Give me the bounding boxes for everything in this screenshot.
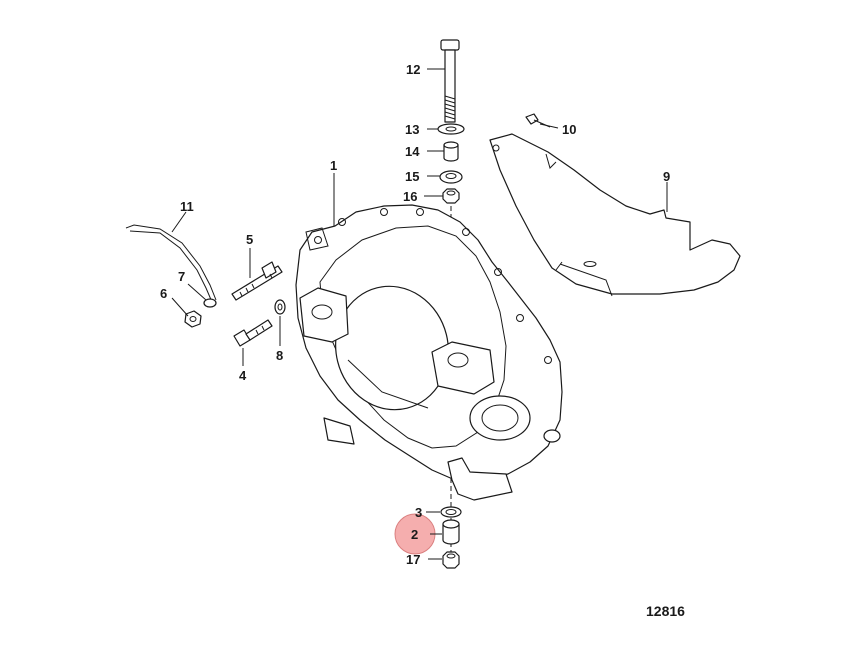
part-4-bolt	[233, 319, 273, 347]
callout-7: 7	[178, 269, 185, 284]
callout-12: 12	[406, 62, 420, 77]
part-3-washer	[440, 506, 462, 518]
callout-2: 2	[411, 527, 418, 542]
callout-3: 3	[415, 505, 422, 520]
part-17-nut	[442, 551, 460, 569]
part-9-cover-shield	[489, 133, 741, 297]
callout-8: 8	[276, 348, 283, 363]
part-15-washer	[439, 170, 463, 184]
part-1-flywheel-housing	[295, 204, 563, 501]
figure-number: 12816	[646, 603, 685, 619]
callout-5: 5	[246, 232, 253, 247]
part-13-washer	[437, 123, 465, 135]
part-7-washer	[203, 298, 217, 308]
callout-14: 14	[405, 144, 420, 159]
callout-16: 16	[403, 189, 417, 204]
callout-15: 15	[405, 169, 419, 184]
part-6-nut	[184, 310, 202, 328]
callout-11: 11	[180, 199, 194, 214]
callout-17: 17	[406, 552, 420, 567]
callout-1: 1	[330, 158, 337, 173]
callout-13: 13	[405, 122, 419, 137]
part-14-spacer	[443, 141, 459, 162]
part-16-nut	[442, 188, 460, 204]
callout-labels: 12 13 14 15 16 10 9 1 11 5 7 6 4 8 3 2 1…	[160, 62, 670, 567]
callout-6: 6	[160, 286, 167, 301]
callout-4: 4	[239, 368, 247, 383]
part-11-strap	[125, 224, 217, 303]
part-2-mount	[442, 519, 460, 545]
callout-10: 10	[562, 122, 576, 137]
part-12-bolt	[440, 39, 460, 123]
callout-9: 9	[663, 169, 670, 184]
leader-lines	[171, 68, 668, 560]
part-5-stud	[231, 261, 283, 301]
part-8-washer	[274, 299, 286, 315]
